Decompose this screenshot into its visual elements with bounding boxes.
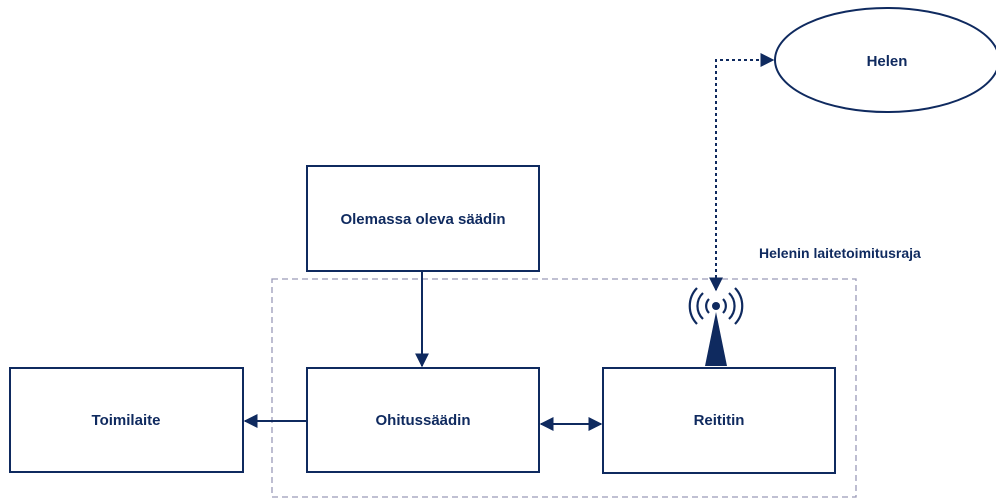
helen-label: Helen [867, 53, 908, 70]
bypass-controller-box [306, 367, 540, 473]
bypass-controller-label: Ohitussäädin [375, 412, 470, 429]
helen-node [774, 7, 996, 113]
delivery-boundary-label: Helenin laitetoimitusraja [759, 245, 921, 261]
existing-controller-label: Olemassa oleva säädin [340, 211, 505, 228]
router-box [602, 367, 836, 474]
actuator-box [9, 367, 244, 473]
router-label: Reititin [694, 412, 745, 429]
actuator-label: Toimilaite [92, 412, 161, 429]
wifi-antenna-icon [688, 287, 744, 366]
existing-controller-box [306, 165, 540, 272]
wireless-link-router-helen [709, 53, 775, 292]
delivery-boundary [271, 278, 857, 498]
